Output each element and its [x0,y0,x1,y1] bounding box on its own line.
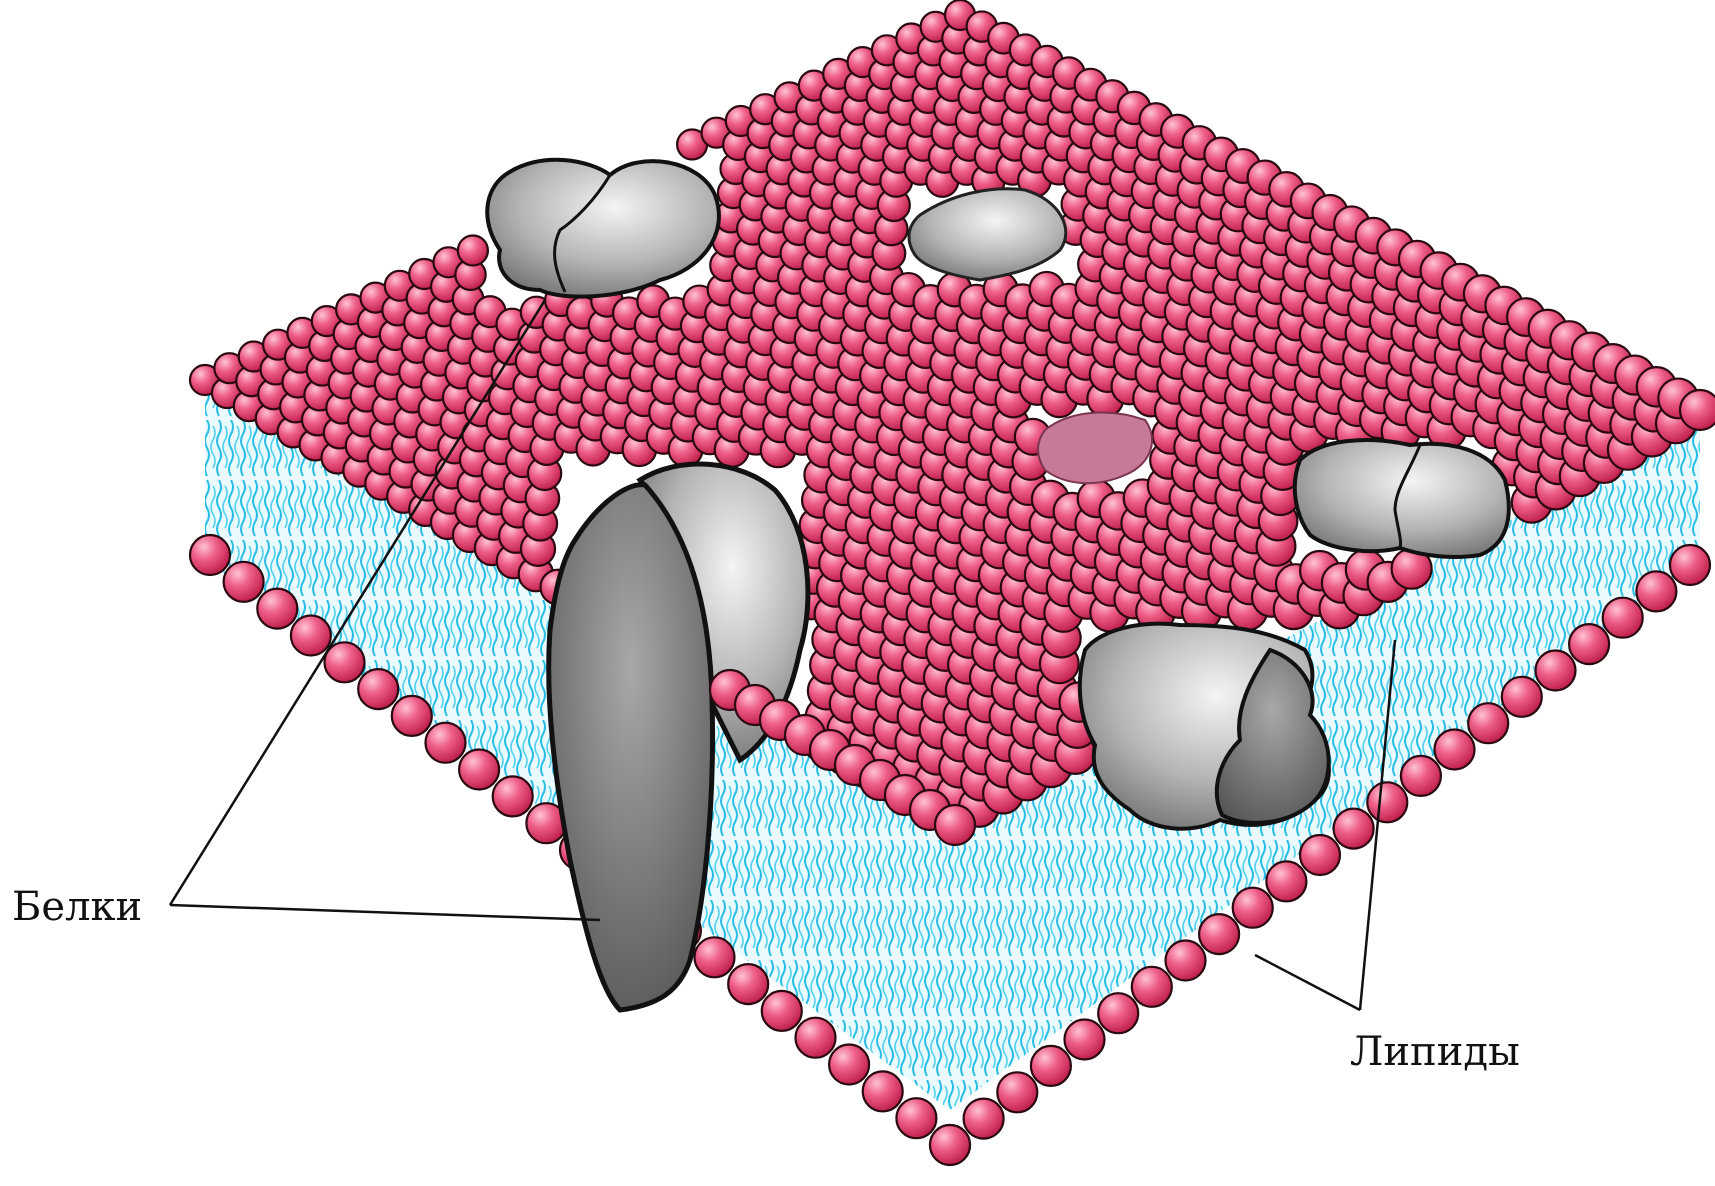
lipid-head [1636,571,1676,611]
lipids-label: Липиды [1350,1029,1520,1075]
protein-pink-small [1038,413,1152,484]
lipid-head [1569,624,1609,664]
proteins-leader-line-lower [170,905,600,920]
lipid-head [459,750,499,790]
lipid-head [358,669,398,709]
lipid-head [762,991,802,1031]
lipid-head [935,805,975,845]
lipid-head [728,964,768,1004]
lipid-head [1670,545,1710,585]
lipid-head [257,589,297,629]
lipid-head [796,1018,836,1058]
lipid-head [1266,861,1306,901]
lipid-head [1680,390,1715,430]
lipid-head [224,562,264,602]
lipid-head [1536,651,1576,691]
lipid-head [863,1071,903,1111]
lipid-head [1603,598,1643,638]
proteins-label: Белки [12,884,142,930]
lipid-head [426,723,466,763]
lipid-head [829,1045,869,1085]
protein-top-center [909,189,1066,280]
lipid-head [1367,782,1407,822]
lipid-head [964,1099,1004,1139]
lipid-head [896,1098,936,1138]
lipid-head [1233,888,1273,928]
lipid-head [1334,809,1374,849]
lipid-head [1098,993,1138,1033]
lipid-head [493,776,533,816]
protein-right [1295,440,1509,557]
lipid-head [1031,1046,1071,1086]
lipid-head [997,1072,1037,1112]
lipid-head [1166,941,1206,981]
lipid-head [695,937,735,977]
lipid-head [1065,1020,1105,1060]
protein-top-left [487,160,719,297]
lipid-head [1468,703,1508,743]
lipid-head [1300,835,1340,875]
lipid-head [291,616,331,656]
lipid-head [1401,756,1441,796]
lipid-head [1502,677,1542,717]
lipid-head [190,535,230,575]
lipid-head [1132,967,1172,1007]
transmembrane-protein-front [549,485,713,1010]
lipid-head [930,1125,970,1165]
lipid-head [458,236,488,266]
lipid-head [392,696,432,736]
lipids-leader-line-lower [1255,955,1360,1010]
lipid-head [1435,730,1475,770]
lipid-head [1199,914,1239,954]
